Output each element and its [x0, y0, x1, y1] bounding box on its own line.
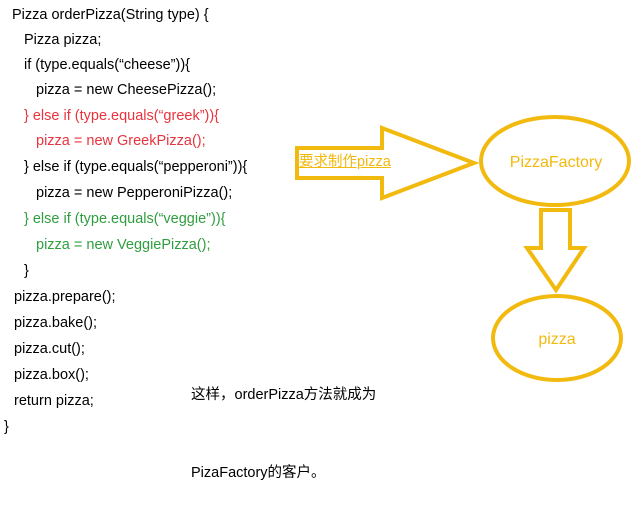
code-line: } else if (type.equals(“pepperoni”)){: [24, 159, 248, 175]
code-line: }: [24, 263, 29, 279]
code-line: pizza.cut();: [14, 341, 85, 357]
caption: 这样，orderPizza方法就成为 PizaFactory的客户。: [191, 330, 376, 512]
code-line-highlight-green: } else if (type.equals(“veggie”)){: [24, 211, 226, 227]
code-line: }: [4, 419, 9, 435]
code-line: Pizza pizza;: [24, 32, 102, 48]
caption-line-1: 这样，orderPizza方法就成为: [191, 387, 377, 403]
pizza-product-label: pizza: [538, 331, 575, 348]
code-line: if (type.equals(“cheese”)){: [24, 57, 191, 73]
code-line: return pizza;: [14, 393, 94, 409]
code-line-highlight-red: } else if (type.equals(“greek”)){: [24, 108, 220, 124]
code-line-highlight-red: pizza = new GreekPizza();: [36, 133, 206, 149]
code-line: pizza.prepare();: [14, 289, 116, 305]
pizza-factory-node: [479, 115, 631, 207]
down-arrow-shape: [523, 208, 588, 294]
code-line: pizza = new CheesePizza();: [36, 82, 217, 98]
pizza-factory-label: PizzaFactory: [510, 154, 602, 171]
arrow-label: 要求制作pizza: [299, 154, 391, 170]
code-line: pizza.bake();: [14, 315, 98, 331]
caption-line-2: PizaFactory的客户。: [191, 465, 326, 481]
code-line-highlight-green: pizza = new VeggiePizza();: [36, 237, 211, 253]
pizza-product-node: [491, 294, 623, 382]
code-line: Pizza orderPizza(String type) {: [12, 7, 209, 23]
code-listing: Pizza orderPizza(String type) { Pizza pi…: [0, 0, 300, 442]
code-line: pizza.box();: [14, 367, 89, 383]
code-line: pizza = new PepperoniPizza();: [36, 185, 233, 201]
